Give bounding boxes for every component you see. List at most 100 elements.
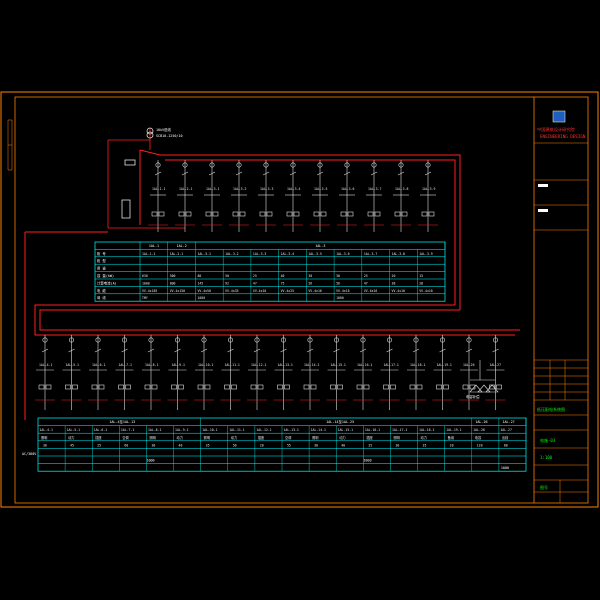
lower-cell-load: 动力 [339, 435, 345, 440]
lower-cell-id: 1AL-7-1 [121, 428, 135, 432]
upper-cell: 38 [392, 281, 396, 285]
upper-cell: 800 [170, 281, 176, 285]
upper-cell: 50 [225, 274, 229, 278]
upper-cell: VV-4x35 [225, 289, 239, 293]
drawing-scale: 1:100 [540, 455, 553, 460]
lower-cell-capacity: 20 [260, 443, 264, 447]
upper-cell: 500 [170, 274, 176, 278]
lower-cell-id: 1AL-8-1 [148, 428, 162, 432]
upper-row-label: 柜 型 [97, 258, 106, 263]
upper-feeder [391, 160, 411, 232]
lower-feeder-tag: 1AL-8-1 [145, 363, 159, 367]
upper-cell: 1AL-3-5 [308, 252, 322, 256]
lower-header-group: 1AL-26 [475, 420, 487, 424]
lower-cell-capacity: 45 [70, 443, 74, 447]
upper-feeder-tag: 1AL-3-7 [368, 187, 382, 191]
lower-header-group: 1AL-27 [502, 420, 514, 424]
upper-header-group: 1AL-1 [149, 244, 159, 248]
upper-cell: 1AL-3-2 [225, 252, 239, 256]
lower-cell-id: 1AL-15-1 [338, 428, 353, 432]
upper-cell: 1000 [142, 281, 150, 285]
lower-cell-capacity: 60 [124, 443, 128, 447]
upper-row-label: 柜 号 [97, 251, 106, 256]
transformer-label: SCB10-1250/10 [156, 134, 183, 138]
lower-cell-capacity: 40 [179, 443, 183, 447]
lower-cell-capacity: 35 [423, 443, 427, 447]
upper-cell: 40 [281, 274, 285, 278]
upper-feeder-tag: 1AL-3-8 [395, 187, 409, 191]
upper-cell: 145 [197, 281, 203, 285]
lower-feeder-tag: 1AL-18-1 [410, 363, 425, 367]
lower-feeder [459, 335, 479, 410]
lower-cell-load: 插座 [258, 435, 265, 440]
upper-cell: VV-4x50 [197, 289, 211, 293]
lower-feeder-tag: 1AL-16-1 [357, 363, 372, 367]
upper-cell: VV-4x10 [392, 289, 406, 293]
upper-cell: 75 [281, 281, 285, 285]
upper-header-group: 1AL-3 [315, 244, 325, 248]
lower-busbar [24, 231, 520, 420]
lower-cell-id: 1AL-14-1 [311, 428, 326, 432]
upper-feeder [202, 160, 222, 232]
lower-cell-id: 1AL-13-1 [284, 428, 299, 432]
lower-feeder [432, 335, 453, 410]
lower-feeder [88, 335, 108, 410]
left-binding-strip [7, 119, 13, 171]
lower-cell-load: 照明 [204, 436, 210, 440]
lower-cell-capacity: 20 [450, 443, 454, 447]
lower-cell-capacity: 120 [477, 443, 483, 447]
upper-cell: 30 [308, 274, 312, 278]
capacitor-label: 电容补偿 [466, 394, 480, 399]
upper-row-label: 计算电流(A) [97, 280, 117, 285]
lower-cell-load: 动力 [231, 435, 237, 440]
upper-row-label: 容 量(kW) [97, 273, 114, 278]
lower-feeder [194, 335, 214, 410]
drawing-title: 低压配电系统图 [537, 406, 565, 412]
upper-cell: 1AL-3-6 [336, 252, 350, 256]
lower-cell-load: 插座 [366, 435, 373, 440]
upper-feeder [229, 160, 249, 232]
lower-feeder-tag: 1AL-5-1 [66, 363, 80, 367]
lower-feeder-tag: 1AL-12-1 [251, 363, 266, 367]
lower-feeder-tag: 1AL-19-1 [437, 363, 452, 367]
lower-cell-id: 1AL-9-1 [175, 428, 189, 432]
lower-header-group: 1AL-4至1AL-13 [109, 420, 135, 424]
lower-header-group: 1AL-14至1AL-25 [326, 420, 354, 424]
upper-cell: 1000 [336, 296, 344, 300]
title-block: 中国建筑设计研究院 ENGINEERING DESIGN 低压配电系统图 [534, 110, 588, 503]
upper-cell: 1AL-3-8 [392, 252, 406, 256]
lower-cell-id: 1AL-11-1 [229, 428, 244, 432]
drawing-number: 电施-03 [540, 437, 556, 443]
upper-cell: TMY [142, 296, 148, 300]
capacitor-bank [469, 360, 499, 393]
lower-feeder-tag: 1AL-14-1 [304, 363, 319, 367]
lower-cell-id: 1AL-16-1 [365, 428, 380, 432]
upper-feeder-tag: 1AL-3-4 [287, 187, 301, 191]
lower-cell-id: 1AL-6-1 [94, 428, 108, 432]
upper-feeder-tag: 1AL-3-3 [260, 187, 274, 191]
lower-cell-load: 动力 [68, 435, 74, 440]
upper-cell: VV-4x185 [142, 289, 157, 293]
lower-cell-id: 1AL-19-1 [446, 428, 461, 432]
lower-cell-load: 照明 [149, 436, 155, 440]
upper-feeder [310, 160, 330, 232]
voltage-label: AC/380V [22, 452, 36, 456]
lower-cell-load: 动力 [177, 435, 183, 440]
lower-feeder [379, 335, 400, 410]
upper-cell: VV-4x150 [170, 289, 185, 293]
lower-cell-id: 1AL-18-1 [419, 428, 434, 432]
lower-cell-id: 1AL-26 [473, 428, 485, 432]
incoming-label: 10kV进线 [156, 127, 172, 132]
upper-cell: 80 [197, 274, 201, 278]
lower-cell-capacity: 80 [504, 443, 508, 447]
upper-feeder-tag: 1AL-3-5 [314, 187, 328, 191]
upper-cell: 1AL-3-3 [253, 252, 267, 256]
lower-cell-id: 1AL-27 [500, 428, 512, 432]
upper-cell: 1AL-3-9 [419, 252, 433, 256]
lower-feeder-tag: 1AL-11-1 [225, 363, 240, 367]
lower-cell-load: 电容 [475, 435, 482, 440]
upper-cell: 56 [308, 281, 312, 285]
lower-cell-id: 1AL-12-1 [256, 428, 271, 432]
